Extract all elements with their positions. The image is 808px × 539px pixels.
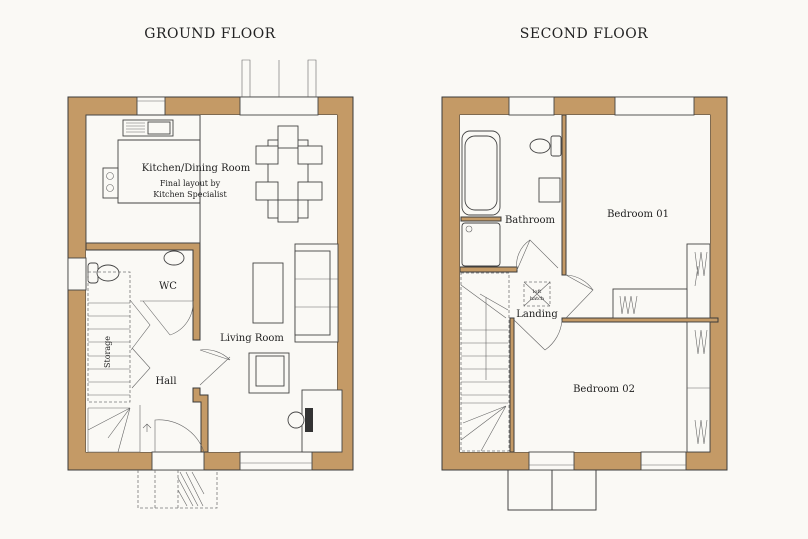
front-door[interactable] [154, 419, 205, 453]
landing-label: Landing [516, 309, 558, 320]
wc-door[interactable] [140, 300, 194, 336]
bedroom2-wardrobes [686, 321, 711, 453]
toilet [529, 138, 551, 154]
entry-arrow-icon [142, 423, 152, 432]
porch-hatch [177, 471, 205, 507]
dining-table [255, 125, 323, 223]
ground-floor-title: GROUND FLOOR [144, 26, 275, 42]
bathroom-bedroom-wall [561, 114, 567, 276]
living-window [239, 451, 313, 471]
bedroom1-window [614, 96, 695, 116]
ground-stairs [87, 271, 151, 453]
balcony [507, 470, 597, 511]
bedroom2-label: Bedroom 02 [573, 384, 635, 395]
storage-label: Storage [103, 336, 112, 368]
bedroom1-label: Bedroom 01 [607, 209, 669, 220]
porch-outline [137, 470, 218, 509]
bathroom-label: Bathroom [505, 215, 556, 226]
bedroom2-door[interactable] [513, 319, 563, 351]
bathroom-basin [538, 177, 561, 203]
monitor [305, 408, 313, 432]
kitchen-label: Kitchen/Dining Room [142, 163, 251, 174]
coffee-table [252, 262, 284, 324]
second-floor-title: SECOND FLOOR [520, 26, 648, 42]
armchair [248, 352, 290, 394]
bedroom2-window-2 [640, 451, 687, 471]
bathroom-landing-wall [459, 266, 518, 273]
living-room-label: Living Room [220, 333, 284, 344]
wc-label: WC [159, 281, 177, 292]
wc-window [67, 257, 87, 291]
kitchen-window [136, 96, 166, 116]
loft-hatch-label-2: hatch [530, 296, 545, 302]
bedroom-divider-wall [561, 317, 719, 323]
hall-living-wall [192, 387, 209, 453]
hall-label: Hall [155, 376, 176, 387]
wc-basin [163, 250, 185, 266]
patio-doors [239, 96, 319, 116]
wc-toilet [96, 264, 120, 282]
kitchen-note-1: Final layout by [160, 179, 221, 188]
sofa [294, 243, 339, 343]
ground-floor-plan: GROUND FLOOR [67, 26, 354, 509]
stair-wall [509, 317, 515, 453]
bedroom2-window-1 [528, 451, 575, 471]
bath-shower-divider [460, 216, 502, 222]
storage-doors[interactable] [129, 299, 151, 389]
bedroom1-wardrobes [612, 243, 711, 319]
loft-hatch-label-1: loft [533, 289, 541, 295]
second-stairs [460, 272, 510, 452]
bathroom-window [508, 96, 555, 116]
kitchen-counter [85, 114, 201, 244]
bedroom1-door[interactable] [565, 274, 594, 319]
kitchen-note-2: Kitchen Specialist [153, 190, 227, 199]
loft-hatch [523, 281, 551, 307]
shower-tray [461, 222, 501, 267]
desk-chair [287, 411, 305, 429]
toilet-cistern [550, 135, 562, 157]
front-door-opening [151, 451, 205, 471]
second-floor-plan: SECOND FLOOR Bathroom Bedroom 01 [441, 26, 728, 511]
bathroom-door[interactable] [516, 239, 559, 271]
